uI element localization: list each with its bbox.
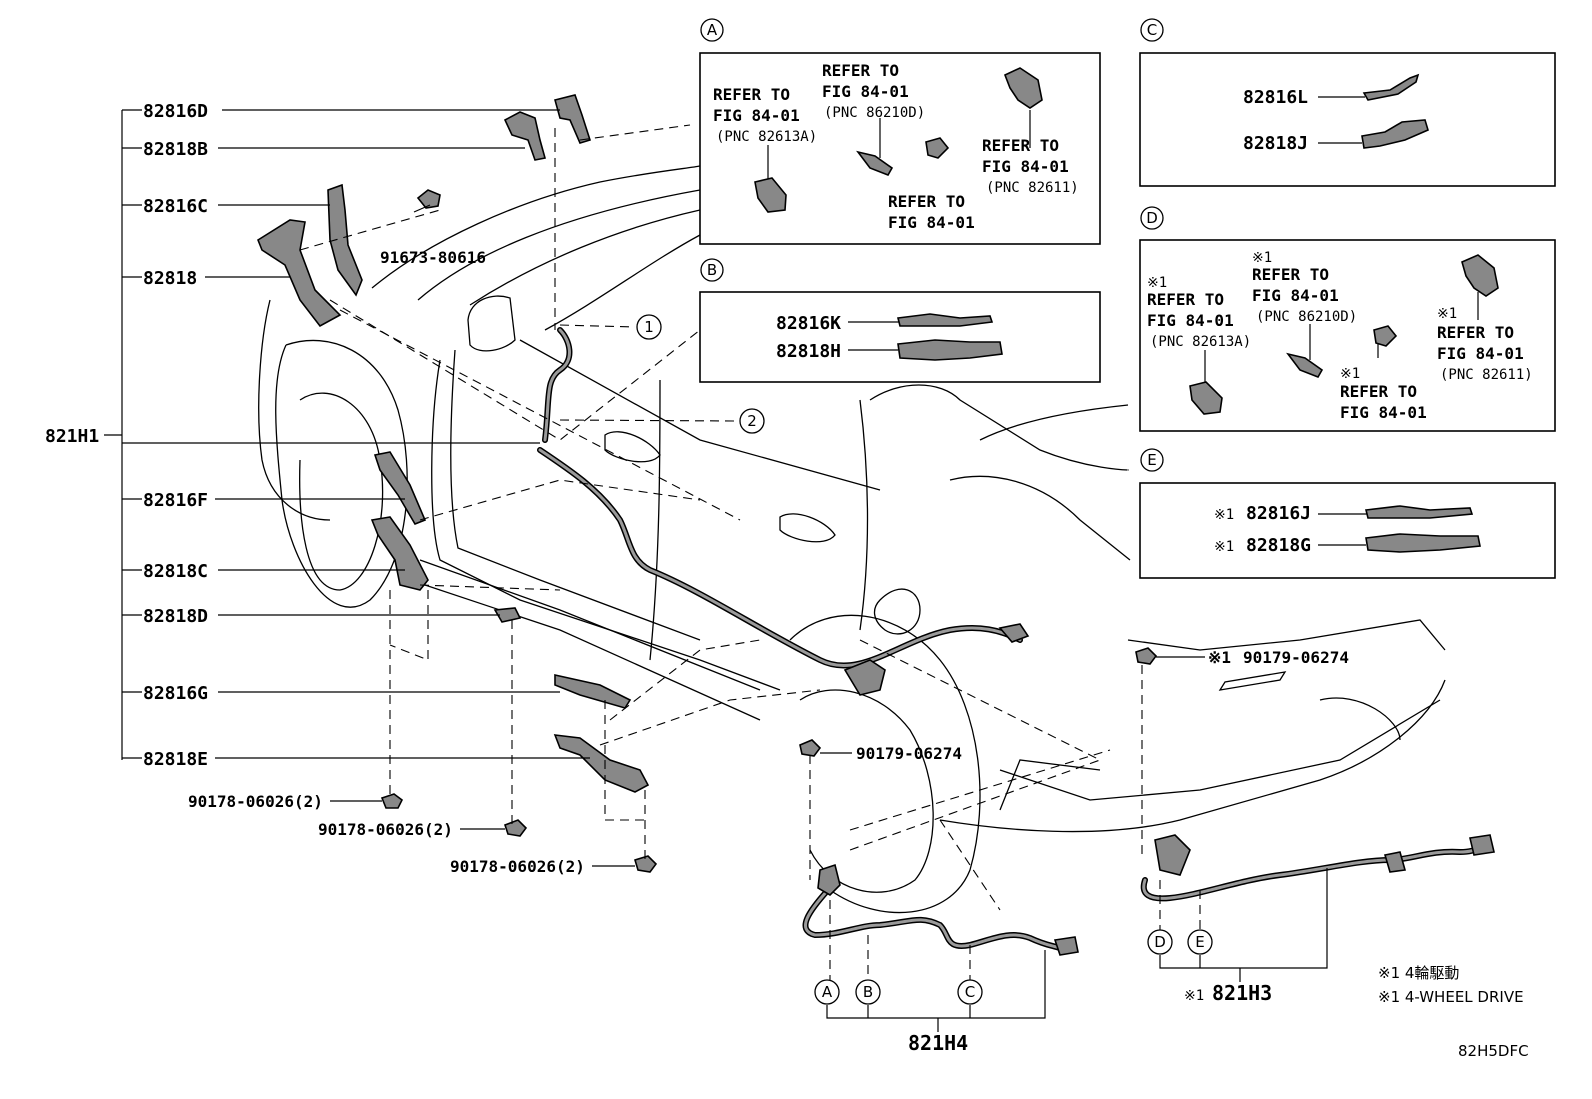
refer-pnc: (PNC 82613A) xyxy=(1150,334,1251,350)
harness-tag-b: B xyxy=(863,983,873,1001)
refer-text: FIG 84-01 xyxy=(982,157,1069,176)
legend-line-2: ※1 4-WHEEL DRIVE xyxy=(1378,988,1524,1006)
refer-text: REFER TO xyxy=(822,61,899,80)
part-label: 82816J xyxy=(1246,503,1311,524)
box-e-letter: E xyxy=(1147,451,1156,469)
refer-text: REFER TO xyxy=(888,192,965,211)
part-label: 82816C xyxy=(143,196,208,217)
nut-label: 90179-06274 xyxy=(1243,648,1349,667)
refer-pnc: (PNC 86210D) xyxy=(1256,309,1357,325)
part-label: 82818G xyxy=(1246,535,1311,556)
note-marker: ※1 xyxy=(1437,306,1457,322)
note-marker: ※1 xyxy=(1214,507,1234,523)
refer-text: REFER TO xyxy=(1437,323,1514,342)
assembly-guide-lines xyxy=(299,124,1201,985)
clip-label: 90178-06026(2) xyxy=(188,792,323,811)
left-part-labels: 82816D 82818B 82816C 82818 821H1 82816F … xyxy=(45,101,1349,876)
vehicle-outline xyxy=(258,165,1446,914)
bolt-label: 91673-80616 xyxy=(380,248,486,267)
harness-labels: A B C 821H4 D E ※1 821H3 xyxy=(814,929,1272,1055)
part-label: 82818 xyxy=(143,268,197,289)
detail-box-e: E ※1 82816J ※1 82818G xyxy=(1139,448,1556,579)
refer-text: FIG 84-01 xyxy=(888,213,975,232)
note-marker: ※1 xyxy=(1252,250,1272,266)
box-c-letter: C xyxy=(1147,21,1157,39)
refer-text: FIG 84-01 xyxy=(1252,286,1339,305)
part-label: 82816K xyxy=(776,313,841,334)
part-label: 82818H xyxy=(776,341,841,362)
harness-tag-d: D xyxy=(1154,933,1166,951)
refer-text: REFER TO xyxy=(1252,265,1329,284)
clip-label: 90178-06026(2) xyxy=(318,820,453,839)
nut-note: ※1 xyxy=(1208,648,1231,667)
clip-label: 90178-06026(2) xyxy=(450,857,585,876)
box-b-letter: B xyxy=(707,261,717,279)
refer-pnc: (PNC 82611) xyxy=(1440,367,1533,383)
part-label: 821H1 xyxy=(45,426,99,447)
refer-text: FIG 84-01 xyxy=(1147,311,1234,330)
detail-box-d: D ※1 REFER TO FIG 84-01 (PNC 82613A) ※1 … xyxy=(1139,206,1556,432)
refer-text: FIG 84-01 xyxy=(1340,403,1427,422)
refer-text: REFER TO xyxy=(1340,382,1417,401)
part-label: 82818C xyxy=(143,561,208,582)
note-marker: ※1 xyxy=(1147,275,1167,291)
note-marker: ※1 xyxy=(1184,988,1204,1004)
callout-1-text: 1 xyxy=(644,318,654,336)
harness-821h4-label: 821H4 xyxy=(908,1031,968,1055)
legend-line-1: ※1 4輪駆動 xyxy=(1378,964,1459,982)
callout-circle-2 xyxy=(739,408,765,434)
refer-text: REFER TO xyxy=(982,136,1059,155)
bracket-parts xyxy=(257,94,1158,873)
harness-tag-a: A xyxy=(822,983,833,1001)
part-label: 82818J xyxy=(1243,133,1308,154)
wire-harness-821h4 xyxy=(802,863,1079,956)
refer-text: FIG 84-01 xyxy=(1437,344,1524,363)
part-label: 82816L xyxy=(1243,87,1308,108)
harness-tag-c: C xyxy=(965,983,975,1001)
nut-label: 90179-06274 xyxy=(856,744,962,763)
harness-821h3-label: 821H3 xyxy=(1212,981,1272,1005)
refer-pnc: (PNC 82611) xyxy=(986,180,1079,196)
part-label: 82816G xyxy=(143,683,208,704)
part-label: 82818D xyxy=(143,606,208,627)
note-marker: ※1 xyxy=(1214,539,1234,555)
refer-text: FIG 84-01 xyxy=(822,82,909,101)
part-label: 82816D xyxy=(143,101,208,122)
refer-text: REFER TO xyxy=(713,85,790,104)
box-a-letter: A xyxy=(707,21,718,39)
part-label: 82816F xyxy=(143,490,208,511)
box-d-letter: D xyxy=(1146,209,1158,227)
refer-text: FIG 84-01 xyxy=(713,106,800,125)
wire-harness-821h3 xyxy=(1140,834,1495,902)
wire-harness-body xyxy=(537,327,1030,696)
detail-box-a: A REFER TO FIG 84-01 (PNC 82613A) REFER … xyxy=(699,18,1101,245)
part-label: 82818E xyxy=(143,749,208,770)
detail-box-c: C 82816L 82818J xyxy=(1139,18,1556,187)
callout-2-text: 2 xyxy=(747,412,757,430)
callout-circle-1 xyxy=(636,314,662,340)
note-marker: ※1 xyxy=(1340,366,1360,382)
refer-pnc: (PNC 82613A) xyxy=(716,129,817,145)
harness-tag-e: E xyxy=(1195,933,1204,951)
figure-code: 82H5DFC xyxy=(1458,1042,1529,1060)
refer-pnc: (PNC 86210D) xyxy=(824,105,925,121)
detail-box-b: B 82816K 82818H xyxy=(699,258,1101,383)
left-callout-bracket xyxy=(104,109,1328,1032)
part-label: 82818B xyxy=(143,139,208,160)
refer-text: REFER TO xyxy=(1147,290,1224,309)
